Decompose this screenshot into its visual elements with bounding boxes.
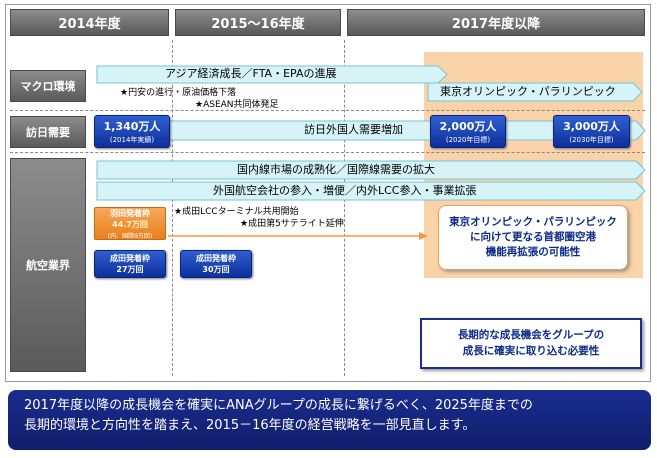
column-divider	[172, 40, 173, 376]
header-2017-label: 2017年度以降	[451, 17, 541, 32]
haneda-sub: (内、国際9万回)	[107, 232, 153, 240]
haneda-value: 44.7万回	[112, 219, 148, 229]
macro-note-1: ★円安の進行・原油価格下落	[120, 88, 237, 98]
narita-slots-2014-box: 成田発着枠 27万回	[94, 250, 166, 278]
visitors-2030-value: 3,000万人	[563, 120, 620, 133]
row-label-aviation-text: 航空業界	[26, 259, 70, 272]
haneda-title: 羽田発着枠	[110, 208, 150, 218]
diagram-frame	[5, 4, 651, 382]
row-label-macro-text: マクロ環境	[20, 80, 76, 93]
header-2015-16-label: 2015～16年度	[211, 17, 305, 32]
summary-line-1: 2017年度以降の成長機会を確実にANAグループの成長に繋げるべく、2025年度…	[24, 398, 533, 413]
visitors-2030-sub: (2030年目標)	[569, 136, 614, 144]
header-2015-16: 2015～16年度	[175, 9, 341, 36]
visitors-2020-value: 2,000万人	[439, 120, 497, 133]
narita-2016-title: 成田発着枠	[196, 254, 236, 263]
haneda-slots-box: 羽田発着枠 44.7万回 (内、国際9万回)	[94, 207, 166, 240]
aviation-note-1: ★成田LCCターミナル共用開始	[174, 207, 299, 217]
narita-2014-title: 成田発着枠	[110, 254, 150, 263]
narita-2014-value: 27万回	[116, 265, 144, 274]
growth-line-1: 長期的な成長機会をグループの	[457, 329, 605, 342]
aviation-arrow-2-label: 外国航空会社の参入・増便／内外LCC参入・事業拡張	[213, 184, 477, 197]
capital-line-1: 東京オリンピック・パラリンピック	[449, 215, 617, 228]
olympics-label: 東京オリンピック・パラリンピック	[440, 85, 616, 98]
macro-note-2: ★ASEAN共同体発足	[195, 100, 279, 110]
capital-line-3: 機能再拡張の可能性	[485, 246, 581, 259]
capital-airport-box: 東京オリンピック・パラリンピック に向けて更なる首都圏空港 機能再拡張の可能性	[438, 205, 628, 270]
visitors-2014-sub: (2014年実績)	[109, 136, 155, 144]
column-divider	[344, 40, 345, 376]
visit-arrow-label: 訪日外国人需要増加	[304, 123, 403, 136]
row-divider	[10, 152, 645, 153]
aviation-arrow-1-label: 国内線市場の成熟化／国際線需要の拡大	[237, 163, 435, 176]
header-2017-onward: 2017年度以降	[347, 9, 645, 36]
visitors-2030-box: 3,000万人 (2030年目標)	[553, 115, 630, 148]
narita-2016-value: 30万回	[202, 265, 230, 274]
row-divider	[10, 110, 645, 111]
growth-line-2: 成長に確実に取り込む必要性	[462, 344, 600, 357]
row-label-visit-text: 訪日需要	[26, 126, 70, 139]
summary-line-2: 長期的環境と方向性を踏まえ、2015－16年度の経営戦略を一部見直します。	[24, 418, 476, 434]
macro-arrow-label: アジア経済成長／FTA・EPAの進展	[165, 67, 337, 80]
narita-slots-2016-box: 成田発着枠 30万回	[180, 250, 252, 278]
visitors-2014-value: 1,340万人	[103, 120, 161, 133]
row-label-visit-demand: 訪日需要	[10, 116, 86, 148]
row-label-aviation: 航空業界	[10, 158, 86, 372]
visitors-2014-box: 1,340万人 (2014年実績)	[94, 115, 170, 148]
row-label-macro: マクロ環境	[10, 70, 86, 102]
header-2014: 2014年度	[10, 9, 169, 36]
summary-banner: 2017年度以降の成長機会を確実にANAグループの成長に繋げるべく、2025年度…	[8, 390, 651, 450]
header-2014-label: 2014年度	[58, 17, 121, 32]
growth-opportunity-box: 長期的な成長機会をグループの 成長に確実に取り込む必要性	[420, 318, 642, 369]
aviation-note-2: ★成田第5サテライト延伸	[240, 219, 344, 229]
visitors-2020-box: 2,000万人 (2020年目標)	[430, 115, 506, 148]
visitors-2020-sub: (2020年目標)	[445, 136, 491, 144]
capital-line-2: に向けて更なる首都圏空港	[470, 230, 596, 243]
